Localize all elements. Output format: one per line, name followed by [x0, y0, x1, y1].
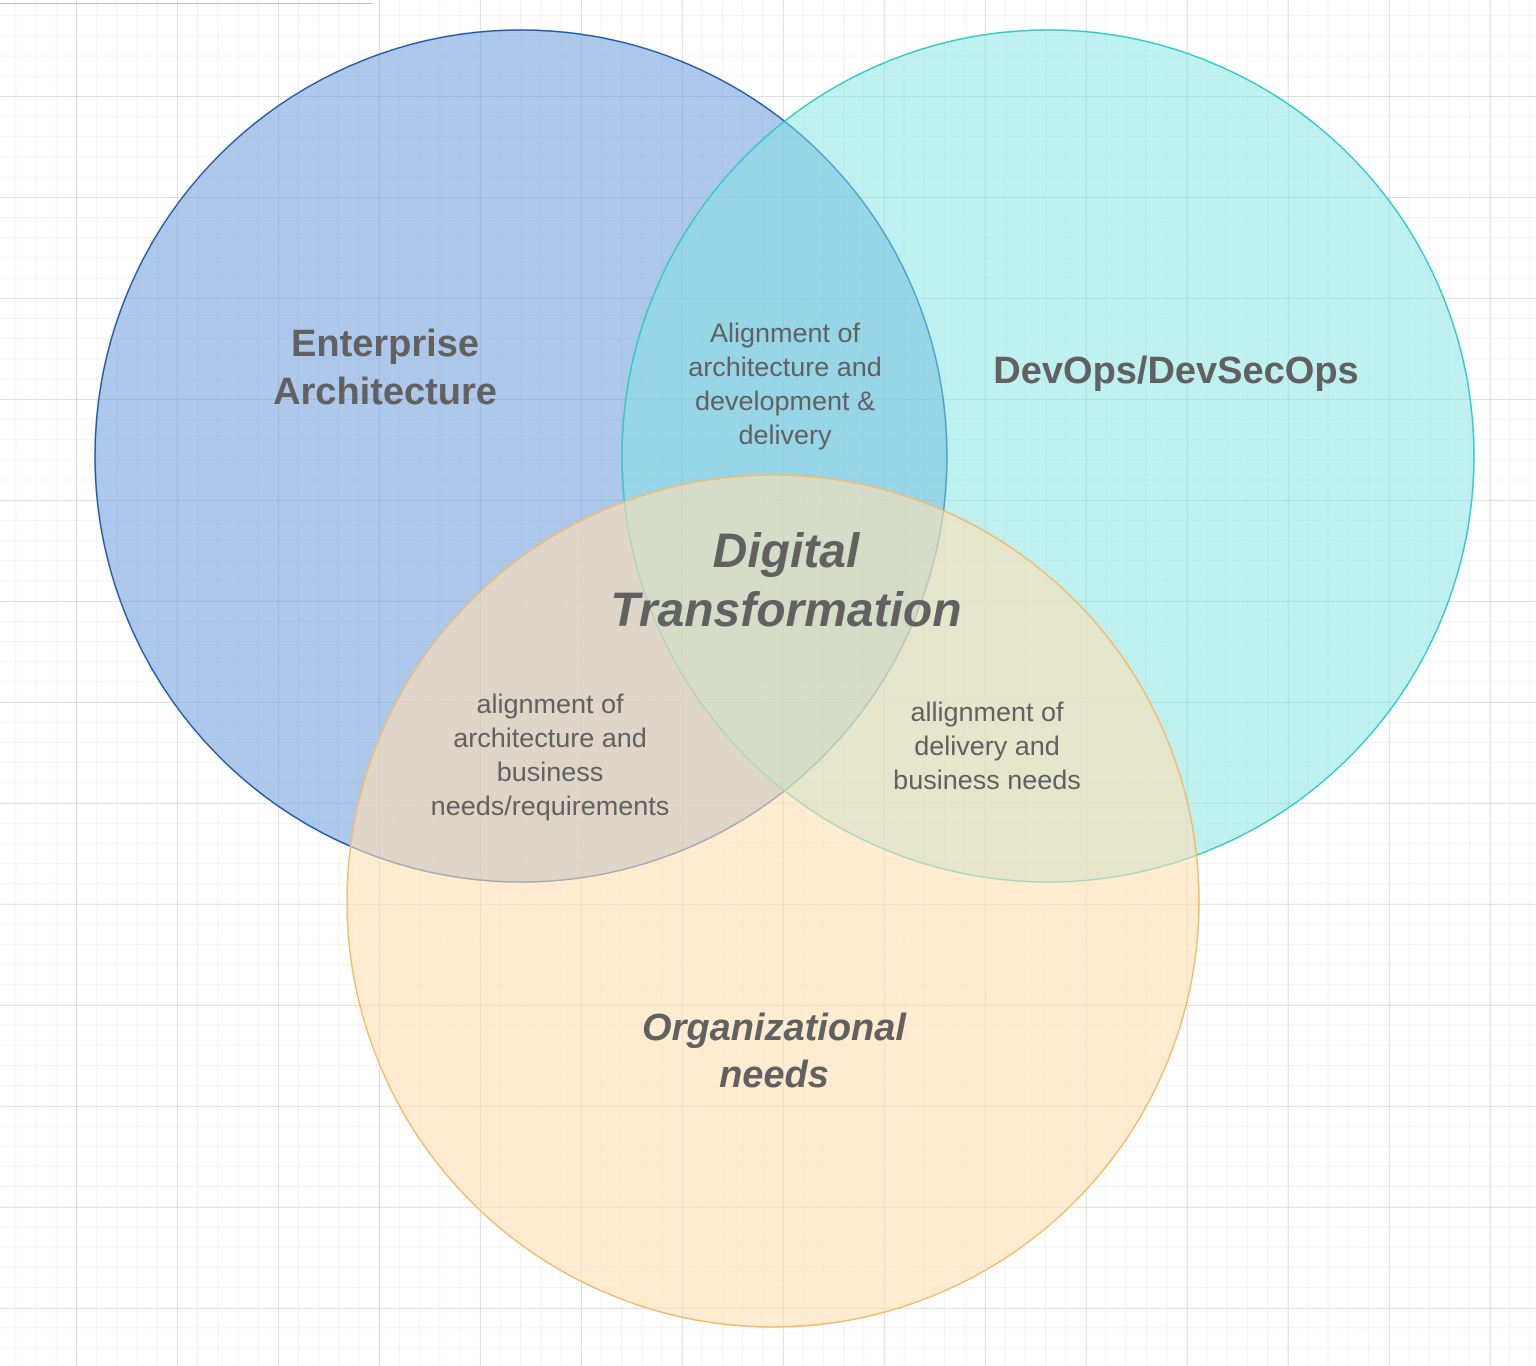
- ea-devops-overlap-label: Alignment of architecture and developmen…: [688, 318, 882, 450]
- organizational-needs-label: Organizational needs: [642, 1007, 906, 1096]
- top-divider-line: [0, 3, 372, 4]
- organizational-needs-circle[interactable]: [346, 474, 1200, 1328]
- enterprise-architecture-label: Enterprise Architecture: [273, 323, 497, 413]
- devops-org-overlap-label: allignment of delivery and business need…: [893, 697, 1081, 795]
- devops-label: DevOps/DevSecOps: [993, 350, 1359, 392]
- digital-transformation-label: Digital Transformation: [610, 525, 962, 637]
- ea-org-overlap-label: alignment of architecture and business n…: [430, 689, 670, 821]
